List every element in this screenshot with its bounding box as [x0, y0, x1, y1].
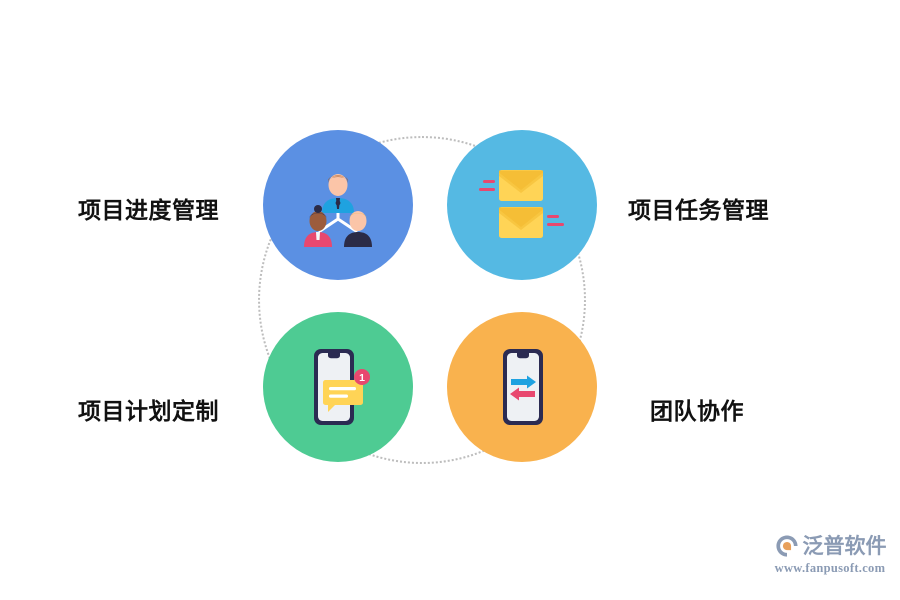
arrow-right-icon [511, 375, 536, 389]
node-team-collaboration[interactable] [447, 312, 597, 462]
dotted-connector-ring [258, 136, 586, 464]
phone-chat-notification-icon: 1 [314, 349, 370, 425]
label-project-progress: 项目进度管理 [78, 197, 219, 223]
notification-badge-count: 1 [359, 372, 365, 384]
mail-envelopes-icon [479, 170, 564, 238]
team-hierarchy-icon [304, 174, 372, 247]
node-project-task[interactable] [447, 130, 597, 280]
fanpu-swoosh-logo-icon [775, 535, 798, 557]
label-project-task: 项目任务管理 [628, 197, 769, 223]
phone-exchange-arrows-icon [503, 349, 543, 425]
watermark: 泛普软件 www.fanpusoft.com [770, 533, 890, 589]
arrow-left-icon [510, 387, 535, 401]
node-project-plan[interactable]: 1 [263, 312, 413, 462]
label-project-plan: 项目计划定制 [78, 398, 219, 424]
label-team-collaboration: 团队协作 [650, 398, 744, 424]
watermark-url: www.fanpusoft.com [774, 561, 886, 575]
node-project-progress[interactable] [263, 130, 413, 280]
watermark-brand-row: 泛普软件 [774, 533, 887, 559]
watermark-brand-name: 泛普软件 [802, 534, 887, 558]
